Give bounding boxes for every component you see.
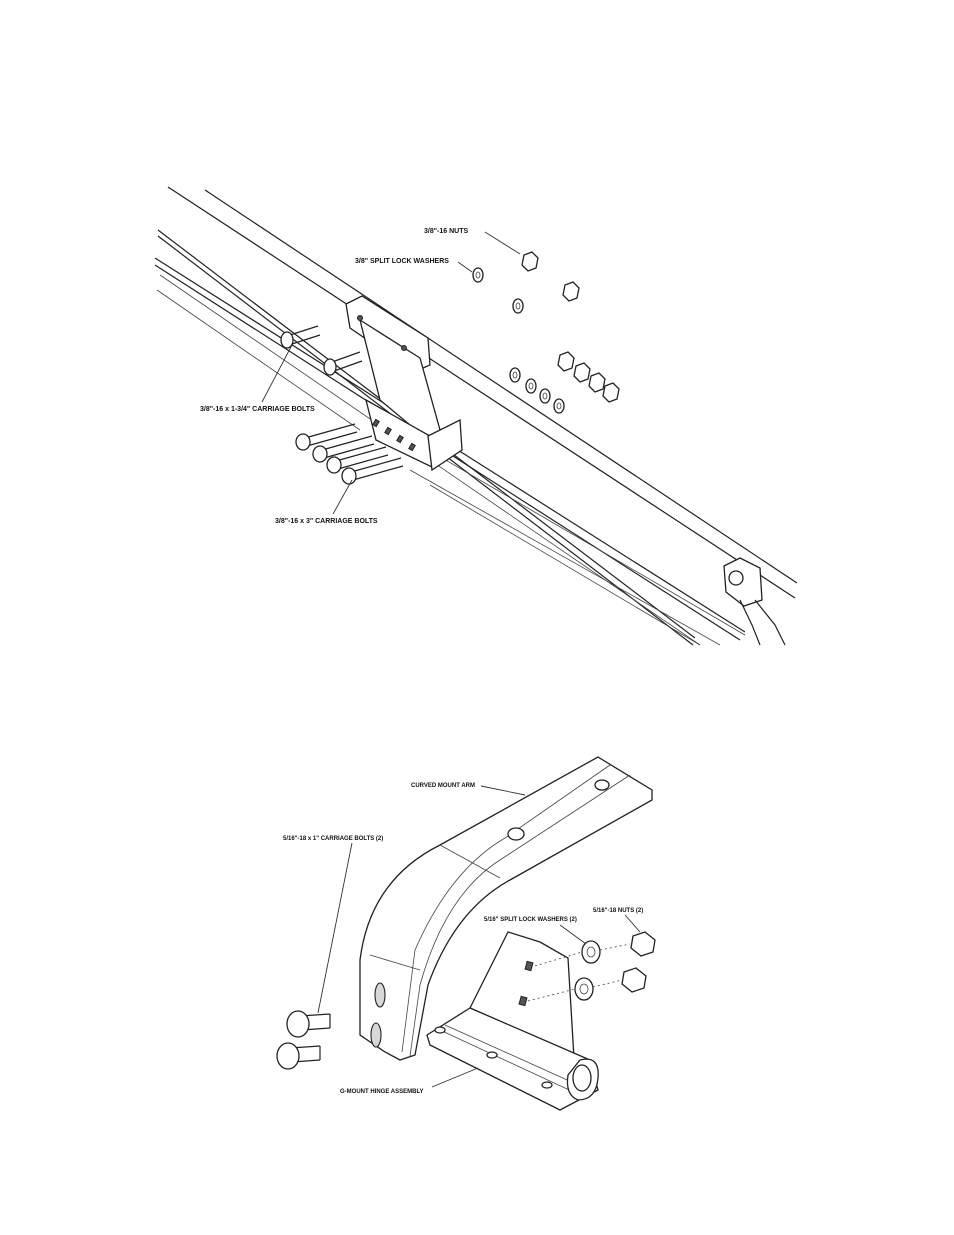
label-carriage-bolts-short: 3/8"-16 x 1-3/4" CARRIAGE BOLTS: [200, 406, 315, 413]
carriage-bolt-long-3: [326, 446, 389, 474]
guide-lines: [527, 943, 631, 1002]
label-g-mount-hinge-assembly: G-MOUNT HINGE ASSEMBLY: [340, 1089, 424, 1095]
lock-washer: [525, 378, 537, 394]
label-lock-washers-3-8: 3/8" SPLIT LOCK WASHERS: [355, 258, 449, 265]
carriage-bolt-long-1: [295, 423, 358, 451]
carriage-bolt-short-1: [280, 325, 321, 349]
short-carriage-bolts: [280, 325, 363, 376]
lock-washer: [581, 940, 601, 964]
hex-nut: [630, 931, 656, 957]
g-mount-hinge: [426, 931, 599, 1111]
carriage-bolts-5-16: [276, 1010, 331, 1070]
nuts-3-8: [521, 251, 620, 403]
carriage-bolt: [276, 1042, 321, 1070]
label-nuts-5-16: 5/16"-18 NUTS (2): [593, 908, 643, 914]
label-carriage-bolts-5-16: 5/16"-18 x 1" CARRIAGE BOLTS (2): [283, 836, 383, 842]
rail-lines: [154, 186, 798, 646]
carriage-bolt-short-2: [323, 351, 363, 376]
hex-nut: [621, 967, 647, 993]
top-figure-rail-assembly: 3/8"-16 NUTS 3/8" SPLIT LOCK WASHERS 3/8…: [154, 186, 798, 646]
label-nuts-3-8: 3/8"-16 NUTS: [424, 228, 468, 235]
mount-bracket-right: [723, 557, 786, 646]
lock-washer: [509, 367, 521, 383]
lock-washers-5-16: [574, 940, 601, 1001]
carriage-bolt-long-2: [312, 435, 375, 463]
hex-nut: [588, 372, 606, 393]
carriage-bolt: [286, 1010, 331, 1038]
carriage-bolt-long-4: [341, 457, 404, 485]
hex-nut: [562, 281, 580, 302]
lock-washer: [512, 298, 524, 314]
curved-mount-arm: [359, 756, 653, 1061]
hex-nut: [573, 362, 591, 383]
lock-washer: [574, 977, 594, 1001]
hex-nut: [521, 251, 539, 272]
nuts-5-16: [621, 931, 656, 993]
label-carriage-bolts-long: 3/8"-16 x 3" CARRIAGE BOLTS: [275, 518, 378, 525]
bottom-figure-hinge-assembly: CURVED MOUNT ARM 5/16"-18 x 1" CARRIAGE …: [276, 756, 656, 1111]
hex-nut: [557, 351, 575, 372]
long-carriage-bolts: [295, 423, 404, 485]
label-curved-mount-arm: CURVED MOUNT ARM: [411, 783, 475, 789]
top-leader-lines: [261, 231, 521, 515]
lock-washer: [472, 267, 484, 283]
lock-washer: [539, 388, 551, 404]
lock-washers-3-8: [472, 267, 565, 414]
hex-nut: [602, 382, 620, 403]
mount-bracket: [345, 295, 463, 472]
bottom-leader-lines: [317, 785, 641, 1088]
lock-washer: [553, 398, 565, 414]
label-lock-washers-5-16: 5/16" SPLIT LOCK WASHERS (2): [484, 917, 577, 923]
